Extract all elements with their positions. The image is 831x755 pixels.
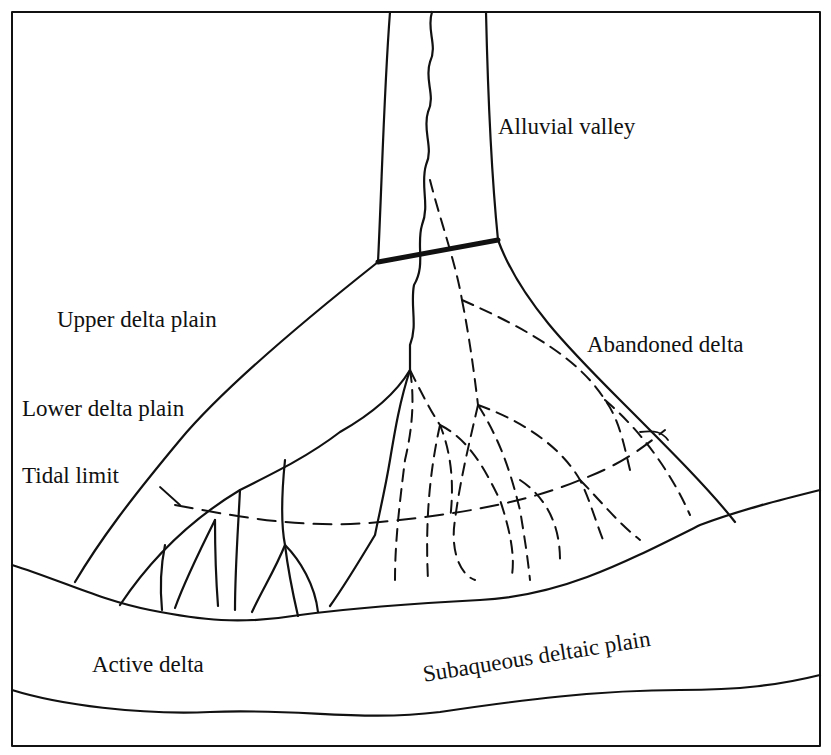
region-label: Subaqueous deltaic plain	[419, 626, 654, 688]
region-label: Active delta	[90, 652, 206, 677]
limit-label: Tidal limit	[20, 463, 121, 488]
region-label: Lower delta plain	[20, 396, 186, 421]
region-label: Upper delta plain	[55, 307, 219, 332]
region-label: Abandoned delta	[585, 332, 745, 357]
region-label: Alluvial valley	[496, 114, 637, 139]
